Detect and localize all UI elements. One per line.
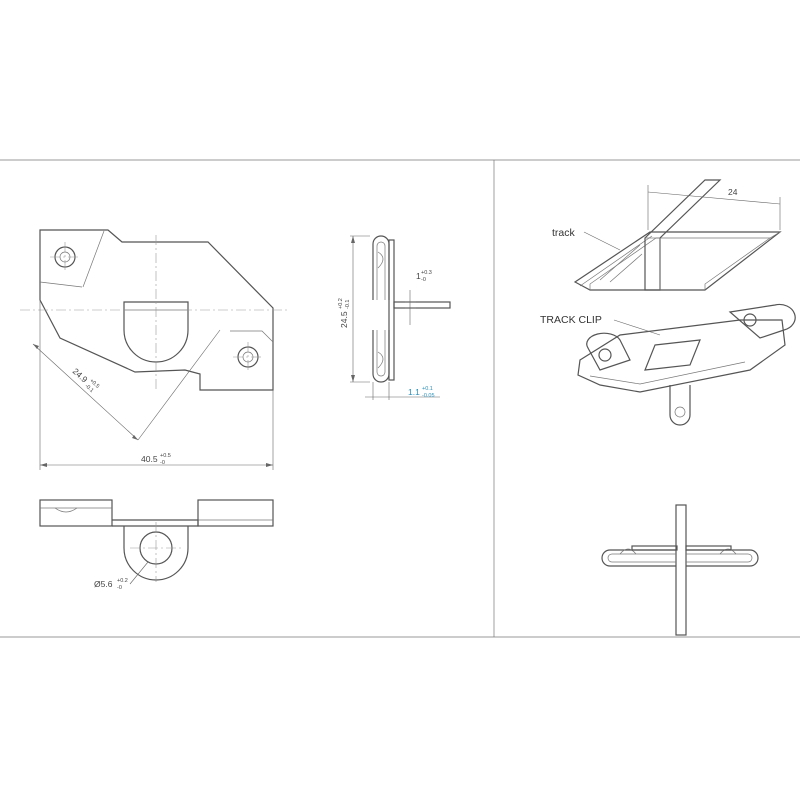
hole-dim-value: Ø5.6 [94,579,113,589]
thickness-dim-tol-lower: -0.05 [422,393,435,399]
diagonal-dim-tol-upper: +0.5 [88,378,100,390]
diagonal-dim-tol-lower: -0.1 [83,383,94,394]
height-dim-tol-lower: -0.1 [345,300,351,309]
width-dim-tol-upper: +0.5 [160,453,171,459]
front-view [39,499,274,585]
tab-dim-value: 1 [416,271,421,281]
top-view [20,229,290,470]
width-dim-value: 40.5 [141,454,158,464]
side-view [350,235,451,400]
diagonal-dim-value: 24.9 [71,366,90,385]
height-dim-value: 24.5 [339,311,349,328]
track-clip-label: TRACK CLIP [540,314,602,326]
track-label: track [552,227,576,239]
track-width-dim: 24 [728,187,738,197]
hole-dim-tol-upper: +0.2 [117,578,128,584]
track-leader [583,231,621,251]
thickness-dim-value: 1.1 [408,387,420,397]
height-dim-tol-upper: +0.2 [338,298,344,309]
assembly-section [601,504,759,636]
tab-dim-tol-lower: -0 [421,277,426,283]
track-clip-leader [613,319,661,336]
hole-dim-tol-lower: -0 [117,585,122,591]
track-isometric [573,179,782,291]
thickness-dim-tol-upper: +0.1 [422,386,433,392]
width-dim-tol-lower: -0 [160,460,165,466]
tab-dim-tol-upper: +0.3 [421,270,432,276]
drawing-frame [0,159,800,638]
track-clip-isometric [577,303,796,426]
